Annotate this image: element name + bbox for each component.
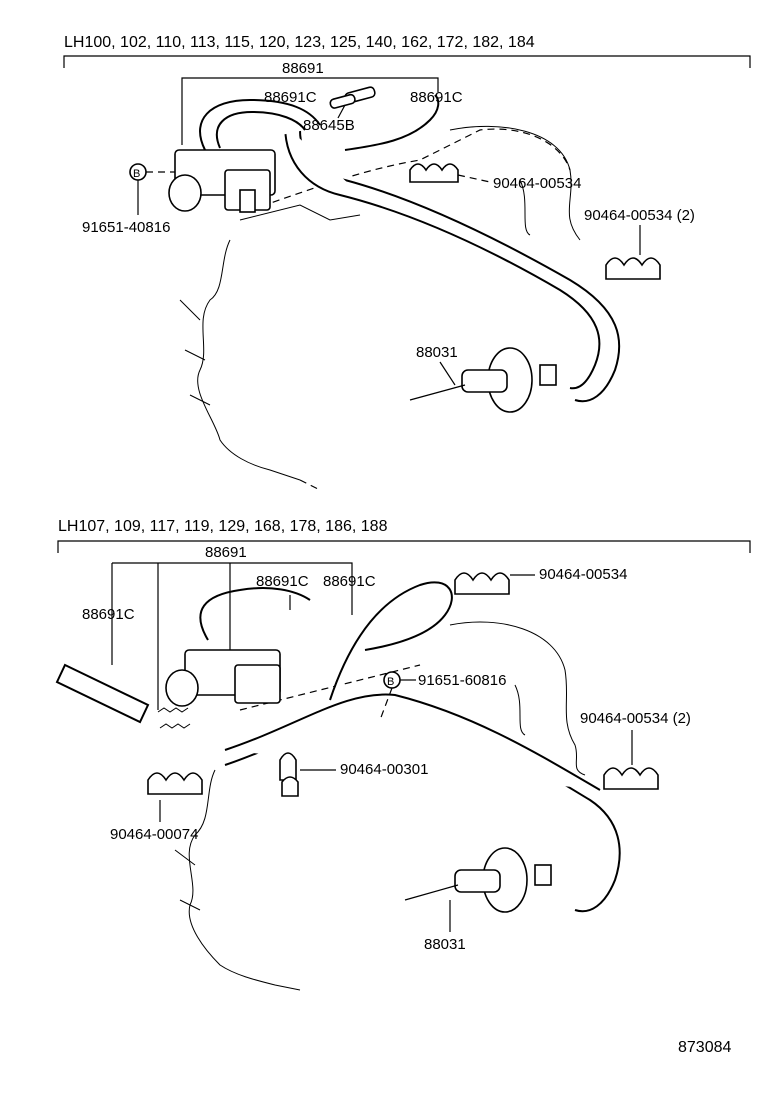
fan-blades [179, 299, 211, 406]
connector-88645b [329, 86, 376, 109]
label-clamp-d-2: 90464-00074 [110, 826, 198, 843]
label-clamp-a-2: 90464-00534 [539, 566, 627, 583]
main2-hose-inner [224, 693, 601, 791]
label-hose-b-1: 88691C [410, 89, 463, 106]
clamp2-left [147, 772, 203, 795]
main-hose-inner [284, 124, 601, 390]
label-clamp-b-1: 90464-00534 (2) [584, 207, 695, 224]
section-1: LH100, 102, 110, 113, 115, 120, 123, 125… [63, 34, 751, 491]
engine2-fold-line [514, 684, 526, 736]
label-connector-1: 88645B [303, 117, 355, 134]
leader-vsv-drops-2 [111, 563, 231, 710]
label-vsv-1: 88691 [282, 60, 324, 77]
label-hose-a-1: 88691C [264, 89, 317, 106]
upper2-hose [199, 587, 311, 641]
leader-vsv-bracket-2 [112, 562, 353, 615]
clamp2-mid [279, 752, 299, 797]
clamp2-top [454, 572, 510, 595]
clamp2-right [603, 767, 659, 790]
engine-fold-line [519, 179, 531, 236]
bolt-leader-2 [379, 687, 393, 721]
actuator-1 [409, 347, 557, 413]
upper-hose-inner [215, 110, 306, 149]
spring-clip [157, 707, 191, 729]
bolt-mark-1-letter: B [133, 168, 140, 180]
engine-outline-left [197, 239, 301, 481]
label-hose-b-2: 88691C [323, 573, 376, 590]
vsv-valve [168, 149, 276, 213]
label-vsv-2: 88691 [205, 544, 247, 561]
engine-outline-tail [299, 479, 321, 491]
engine-outline-right [449, 125, 581, 241]
clamp-group-1 [409, 163, 491, 183]
label-actuator-1: 88031 [416, 344, 458, 361]
fan2-blades [174, 849, 201, 911]
engine-outline-top [249, 128, 571, 211]
label-actuator-2: 88031 [424, 936, 466, 953]
section-2-header: LH107, 109, 117, 119, 129, 168, 178, 186… [58, 518, 388, 535]
leader-connector-1 [337, 104, 346, 119]
engine2-outline-left [188, 769, 301, 991]
leader-actuator-1 [439, 361, 456, 386]
bolt-mark-2-letter: B [387, 676, 394, 688]
label-hose-c-2: 88691C [82, 606, 135, 623]
figure-number: 873084 [678, 1039, 731, 1056]
label-clamp-b-2: 90464-00534 (2) [580, 710, 691, 727]
short-hose [344, 94, 440, 151]
section-2-bracket [57, 540, 751, 553]
loop2-hose [329, 581, 453, 701]
engine-top-edge [239, 204, 361, 221]
leader-vsv-bracket-1 [181, 77, 439, 145]
section-1-bracket [63, 55, 751, 68]
label-bolt-1: 91651-40816 [82, 219, 170, 236]
actuator-2 [404, 847, 552, 913]
straight2-hose [55, 663, 150, 724]
vsv2-valve [165, 649, 281, 707]
label-bolt-2: 91651-60816 [418, 672, 506, 689]
section-1-header: LH100, 102, 110, 113, 115, 120, 123, 125… [64, 34, 535, 51]
section-2: LH107, 109, 117, 119, 129, 168, 178, 186… [55, 518, 751, 991]
label-hose-a-2: 88691C [256, 573, 309, 590]
clamp-group-2 [605, 257, 661, 280]
label-clamp-a-1: 90464-00534 [493, 175, 581, 192]
label-clamp-c-2: 90464-00301 [340, 761, 428, 778]
engine2-outline-right [449, 621, 586, 776]
